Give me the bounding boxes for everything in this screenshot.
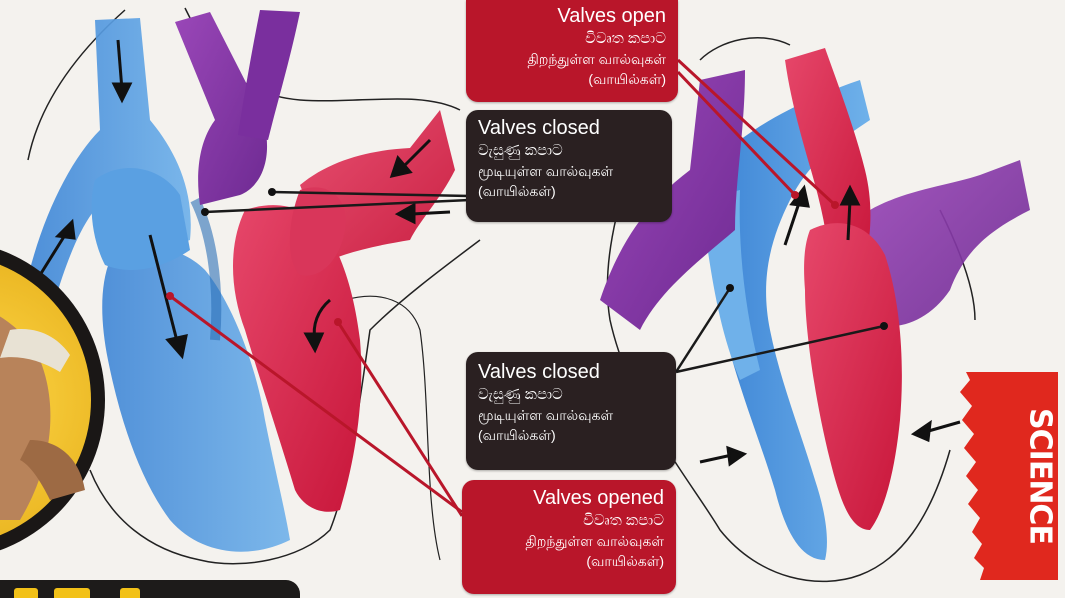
- pulmonary-artery-purple-branch: [238, 10, 300, 140]
- callout-sinhala: වැසුණු කපාට: [478, 140, 660, 161]
- callout-tamil-line2: (வாயில்கள்): [474, 551, 664, 571]
- callout-valves-closed-top: Valves closed වැසුණු කපාට மூடியுள்ள வால்…: [466, 110, 672, 222]
- callout-valves-open-top: Valves open විවෘත කපාට திறந்துள்ள வால்வு…: [466, 0, 678, 102]
- science-section-label: SCIENCE: [1023, 408, 1058, 544]
- callout-title: Valves open: [478, 4, 666, 28]
- leader-valves-closed-bottom-1: [676, 288, 730, 372]
- callout-tamil-line2: (வாயில்கள்): [478, 181, 660, 201]
- corner-photo: [0, 240, 105, 560]
- callout-valves-closed-bottom: Valves closed වැසුණු කපාට மூடியுள்ள வால்…: [466, 352, 676, 470]
- banner-accent: [120, 588, 140, 598]
- callout-tamil-line1: திறந்துள்ள வால்வுகள்: [474, 531, 664, 551]
- callout-tamil-line2: (வாயில்கள்): [478, 425, 664, 445]
- banner-accent: [54, 588, 90, 598]
- callout-title: Valves closed: [478, 360, 664, 384]
- callout-sinhala: විවෘත කපාට: [474, 510, 664, 531]
- callout-tamil-line1: மூடியுள்ள வால்வுகள்: [478, 161, 660, 181]
- callout-tamil-line1: திறந்துள்ள வால்வுகள்: [478, 49, 666, 69]
- callout-tamil-line2: (வாயில்கள்): [478, 69, 666, 89]
- callout-title: Valves opened: [474, 486, 664, 510]
- left-heart-diagram: [25, 8, 480, 564]
- callout-tamil-line1: மூடியுள்ள வால்வுகள்: [478, 405, 664, 425]
- right-red-ventricle: [804, 223, 902, 530]
- callout-title: Valves closed: [478, 116, 660, 140]
- bottom-banner-strip: [0, 580, 300, 598]
- callout-valves-opened-bottom: Valves opened විවෘත කපාට திறந்துள்ள வால்…: [462, 480, 676, 594]
- banner-accent: [14, 588, 38, 598]
- callout-sinhala: විවෘත කපාට: [478, 28, 666, 49]
- callout-sinhala: වැසුණු කපාට: [478, 384, 664, 405]
